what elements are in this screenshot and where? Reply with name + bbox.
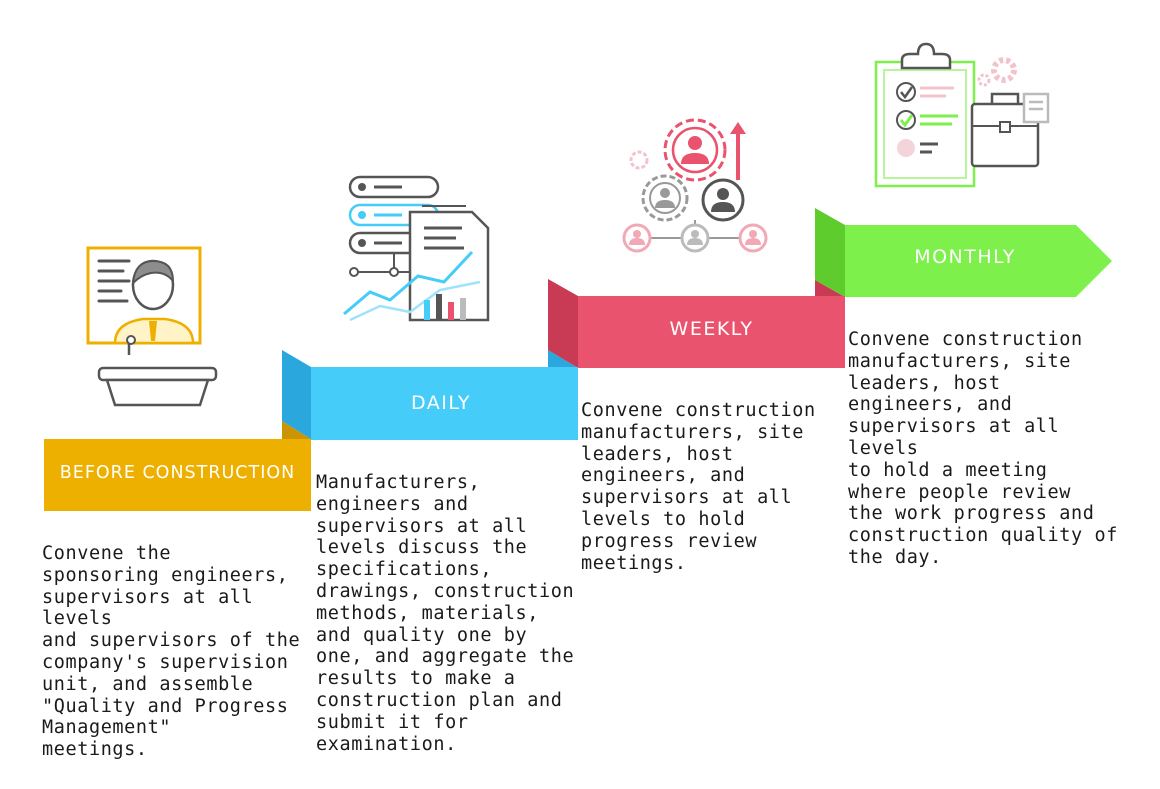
- clipboard-briefcase-icon: [874, 42, 1050, 188]
- stage-description-daily: Manufacturers, engineers and supervisors…: [316, 472, 575, 755]
- stage-description-weekly: Convene construction manufacturers, site…: [581, 400, 816, 574]
- team-gear-icon: [622, 118, 768, 253]
- flap-weekly: [548, 279, 578, 368]
- band-monthly-arrow: [845, 225, 1112, 297]
- flap-daily: [282, 350, 311, 439]
- stage-label-monthly: MONTHLY: [914, 246, 1016, 268]
- band-daily: [311, 367, 578, 440]
- server-report-icon: [343, 175, 490, 322]
- stage-description-before-construction: Convene the sponsoring engineers, superv…: [42, 543, 301, 761]
- stage-label-weekly: WEEKLY: [669, 318, 754, 340]
- stage-label-before-construction: BEFORE CONSTRUCTION: [59, 463, 296, 483]
- band-weekly: [578, 296, 845, 368]
- presenter-podium-icon: [86, 246, 218, 407]
- band-before-construction: [44, 439, 311, 511]
- stage-label-daily: DAILY: [410, 392, 472, 414]
- stage-description-monthly: Convene construction manufacturers, site…: [848, 329, 1118, 568]
- flap-monthly: [815, 208, 845, 297]
